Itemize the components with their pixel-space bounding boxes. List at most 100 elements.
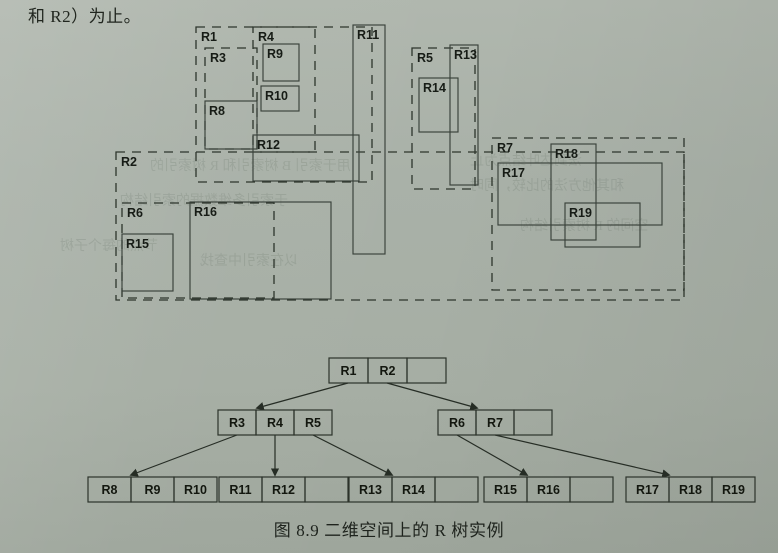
data-rect-outline (204, 100, 258, 150)
data-rect-label: R18 (555, 147, 578, 161)
figure-caption: 图 8.9 二维空间上的 R 树实例 (273, 521, 505, 540)
node-entry-label: R19 (722, 483, 745, 497)
mbr-label: R3 (210, 51, 226, 65)
data-rect-label: R15 (126, 237, 149, 251)
tree-node-leaf-4[interactable]: R15 R16 (483, 476, 614, 503)
tree-node-leaf-5[interactable]: R17 R18 R19 (625, 476, 756, 503)
tree-edges (129, 382, 671, 478)
data-rect-outline (550, 143, 597, 241)
data-rect-outline (121, 233, 174, 292)
data-rect-r11: R11 (352, 24, 386, 255)
data-rect-r12: R12 (252, 134, 360, 182)
data-rect-label: R19 (569, 206, 592, 220)
mbr-label: R5 (417, 51, 433, 65)
node-entry-label: R10 (184, 483, 207, 497)
node-entry-cell-empty[interactable] (513, 409, 553, 436)
mbr-outline (195, 26, 373, 183)
mbr-outline (411, 47, 476, 190)
data-rect-r15: R15 (121, 233, 174, 292)
node-entry-cell-empty[interactable] (304, 476, 349, 503)
page-top-text: 和 R2）为止。 (28, 7, 142, 26)
node-entry-label: R3 (229, 416, 245, 430)
node-entry-cell-r5[interactable] (293, 409, 333, 436)
mbr-label: R6 (127, 206, 143, 220)
data-rect-label: R8 (209, 104, 225, 118)
data-rect-label: R9 (267, 47, 283, 61)
node-entry-label: R15 (494, 483, 517, 497)
data-rect-r13: R13 (449, 44, 479, 186)
data-rect-r18: R18 (550, 143, 597, 241)
tree-edge (129, 434, 238, 477)
mbr-outline (121, 202, 275, 299)
node-entry-label: R12 (272, 483, 295, 497)
data-rect-r17: R17 (497, 162, 663, 226)
node-entry-cell-r19[interactable] (711, 476, 756, 503)
data-rect-outline (252, 134, 360, 182)
data-rect-label: R16 (194, 205, 217, 219)
mbr-label: R2 (121, 155, 137, 169)
node-entry-label: R16 (537, 483, 560, 497)
tree-node-leaf-3[interactable]: R13 R14 (348, 476, 479, 503)
node-entry-label: R9 (145, 483, 161, 497)
data-rect-outline (260, 85, 300, 112)
node-entry-cell-r10[interactable] (173, 476, 218, 503)
data-rect-label: R10 (265, 89, 288, 103)
node-entry-label: R8 (102, 483, 118, 497)
tree-edge (255, 382, 349, 411)
tree-edge (386, 382, 479, 411)
mbr-dashed-r1: R1 (195, 26, 373, 183)
data-rect-r16: R16 (189, 201, 332, 300)
node-entry-label: R4 (267, 416, 283, 430)
data-rect-outline (449, 44, 479, 186)
node-entry-label: R6 (449, 416, 465, 430)
data-rect-label: R14 (423, 81, 446, 95)
mbr-dashed-r6: R6 (121, 202, 275, 299)
node-entry-cell-empty[interactable] (569, 476, 614, 503)
tree-node-internal-left[interactable]: R3 R4 R5 (217, 409, 333, 436)
node-entry-label: R11 (229, 483, 251, 497)
data-rect-outline (189, 201, 332, 300)
mbr-label: R4 (258, 30, 274, 44)
data-rect-outline (497, 162, 663, 226)
mbr-outline (491, 137, 685, 291)
data-rect-label: R13 (454, 48, 477, 62)
data-rect-outline (564, 202, 641, 248)
node-entry-cell-empty[interactable] (434, 476, 479, 503)
mbr-outline (252, 26, 316, 153)
data-rect-label: R12 (257, 138, 280, 152)
tree-node-internal-right[interactable]: R6 R7 (437, 409, 553, 436)
tree-edge (312, 434, 394, 476)
node-entry-label: R18 (679, 483, 702, 497)
tree-node-leaf-2[interactable]: R11 R12 (218, 476, 349, 503)
mbr-label: R7 (497, 141, 513, 155)
node-entry-label: R1 (341, 364, 357, 378)
data-rect-r10: R10 (260, 85, 300, 112)
mbr-dashed-r7: R7 (491, 137, 685, 291)
node-entry-label: R13 (359, 483, 382, 497)
mbr-dashed-r4: R4 (252, 26, 316, 153)
node-entry-label: R7 (487, 416, 503, 430)
data-rect-label: R17 (502, 166, 525, 180)
data-rect-outline (418, 77, 459, 133)
data-rect-r8: R8 (204, 100, 258, 150)
data-rect-r9: R9 (262, 43, 300, 82)
data-rect-label: R11 (357, 28, 379, 42)
mbr-label: R1 (201, 30, 217, 44)
data-rect-r14: R14 (418, 77, 459, 133)
tree-node-leaf-1[interactable]: R8 R9 R10 (87, 476, 218, 503)
data-rect-r19: R19 (564, 202, 641, 248)
node-entry-label: R5 (305, 416, 321, 430)
data-rect-outline (352, 24, 386, 255)
tree-edge (494, 434, 671, 478)
tree-edge (456, 434, 529, 476)
node-entry-label: R17 (636, 483, 659, 497)
node-entry-label: R14 (402, 483, 425, 497)
node-entry-cell-empty[interactable] (406, 357, 447, 384)
